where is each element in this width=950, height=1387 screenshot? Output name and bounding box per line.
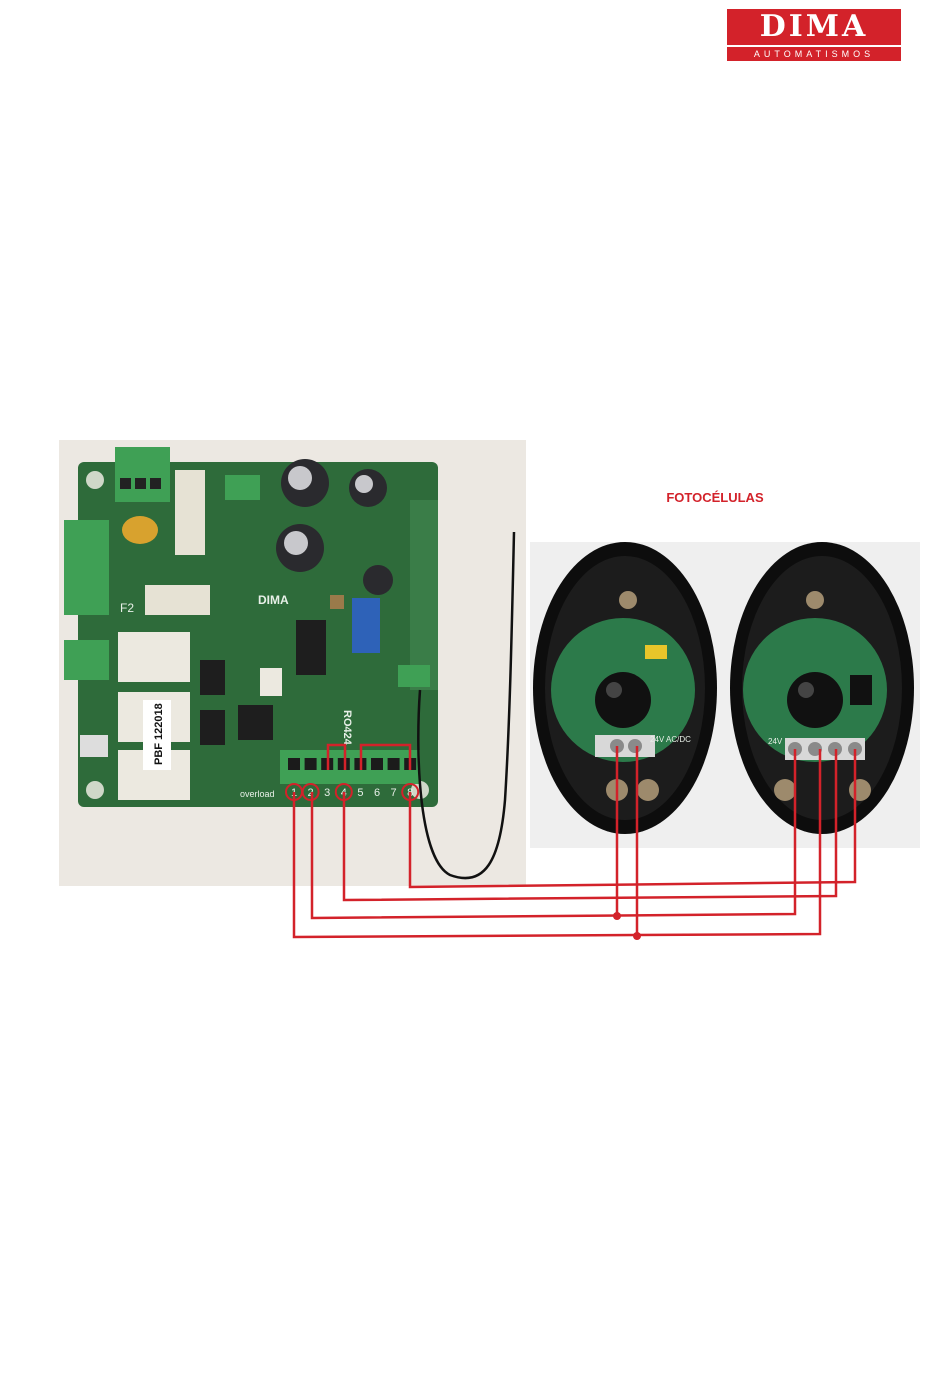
small-connector — [260, 668, 282, 696]
fuse-holder — [175, 470, 205, 555]
program-button — [330, 595, 344, 609]
terminal-number-3: 3 — [324, 787, 330, 799]
overload-label: overload — [240, 789, 275, 799]
receiver-lens — [595, 672, 651, 728]
mounting-hole — [86, 781, 104, 799]
terminal-screw-7 — [388, 758, 400, 770]
microcontroller — [296, 620, 326, 675]
housing-screw — [619, 591, 637, 609]
fuse-label: F2 — [120, 601, 134, 615]
electrolytic-capacitor — [363, 565, 393, 595]
power-connector — [115, 447, 170, 502]
housing-screw — [806, 591, 824, 609]
wire-junction — [613, 912, 621, 920]
mounting-hole — [86, 471, 104, 489]
housing-screw — [637, 779, 659, 801]
aux-connector — [64, 640, 109, 680]
transmitter-lens — [787, 672, 843, 728]
photocell-title: FOTOCÉLULAS — [640, 490, 790, 505]
antenna-connector — [398, 665, 430, 687]
wire-junction — [633, 932, 641, 940]
relay — [118, 632, 190, 682]
housing-screw — [849, 779, 871, 801]
voltage-regulator — [200, 710, 225, 745]
terminal-screw-1 — [288, 758, 300, 770]
receiver-screw-2 — [628, 739, 642, 753]
receiver-voltage-label: 24V AC/DC — [650, 735, 691, 744]
capacitor — [645, 645, 667, 659]
voltage-regulator — [200, 660, 225, 695]
housing-screw — [774, 779, 796, 801]
board-model: RO424 — [341, 710, 353, 746]
fuse-holder — [145, 585, 210, 615]
board-manufacturer: DIMA — [258, 593, 289, 607]
terminal-screw-6 — [371, 758, 383, 770]
terminal-number-6: 6 — [374, 787, 380, 799]
terminal-number-5: 5 — [357, 787, 363, 799]
battery-connector — [225, 475, 260, 500]
transistor — [238, 705, 273, 740]
transistor — [850, 675, 872, 705]
terminal-screw-2 — [305, 758, 317, 770]
receiver-terminal-block — [595, 735, 655, 757]
transmitter-voltage-label: 24V — [768, 737, 783, 746]
motor-connector — [64, 520, 109, 615]
part-label: PBF 122018 — [153, 703, 165, 765]
radio-module — [410, 500, 438, 690]
dip-switch — [352, 598, 380, 653]
capacitor — [122, 516, 158, 544]
encoder-connector — [80, 735, 108, 757]
terminal-number-7: 7 — [391, 787, 397, 799]
